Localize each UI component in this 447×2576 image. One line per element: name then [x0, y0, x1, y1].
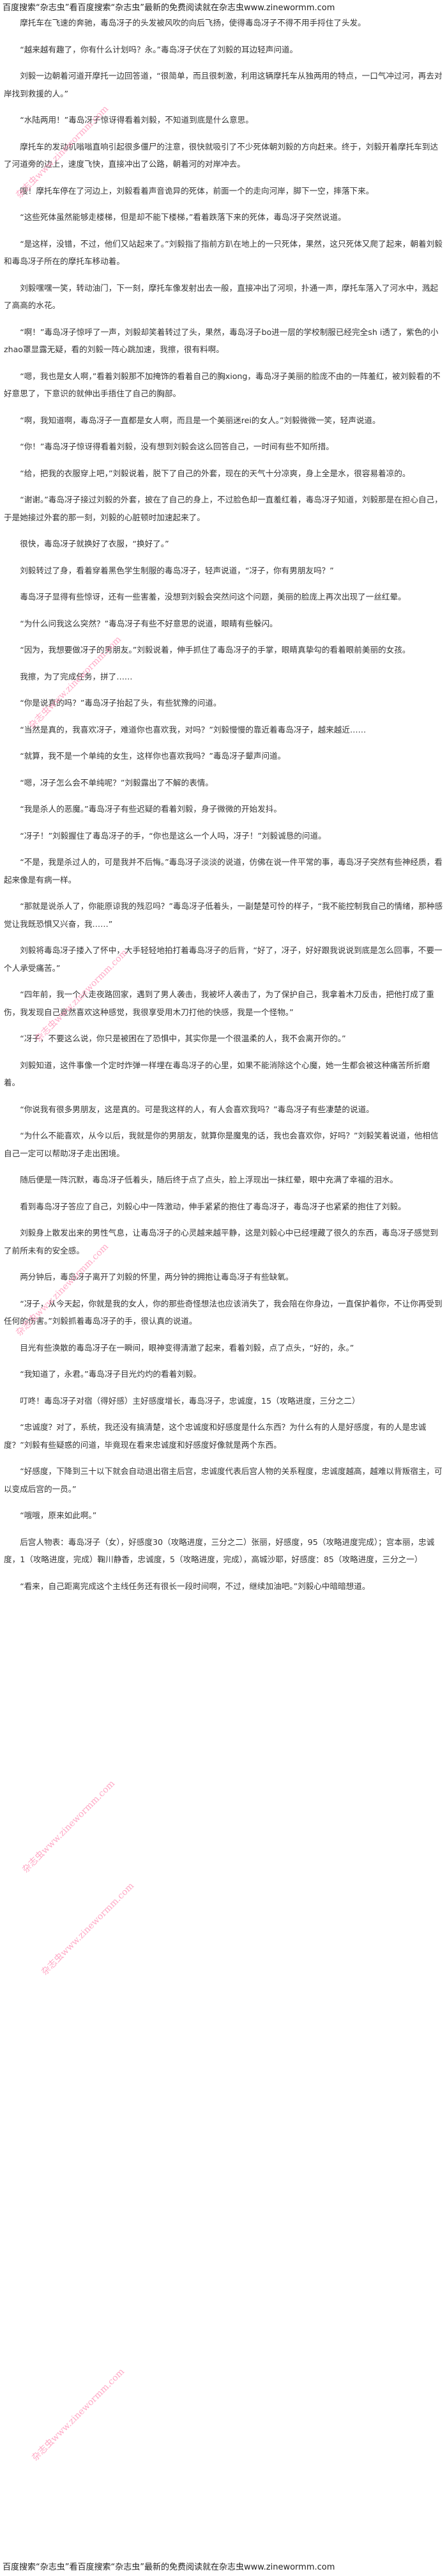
paragraph: 两分钟后，毒岛冴子离开了刘毅的怀里，两分钟的拥抱让毒岛冴子有些缺氧。 [20, 1272, 294, 1282]
paragraph: “嗯，冴子怎么会不单纯呢？”刘毅露出了不解的表情。 [20, 777, 213, 788]
paragraph: “哦哦，原来如此啊。” [20, 1510, 97, 1520]
paragraph: 摩托车在飞速的奔驰，毒岛冴子的头发被风吹的向后飞扬，使得毒岛冴子不得不用手捋住了… [20, 18, 366, 27]
paragraph: 后宫人物表：毒岛冴子（女），好感度30（攻略进度，三分之二）张丽，好感度，95（… [4, 1537, 435, 1565]
site-watermark: 杂志虫www.zinewormm.com [20, 1778, 117, 1875]
paragraph: “这些死体虽然能够走楼梯，但是却不能下楼梯，”看着跌落下来的死体，毒岛冴子突然说… [20, 212, 346, 222]
paragraph: 看到毒岛冴子答应了自己，刘毅心中一阵激动，伸手紧紧的抱住了毒岛冴子，毒岛冴子也紧… [20, 1201, 406, 1211]
paragraph: “你是说真的吗？”毒岛冴子抬起了头，有些犹豫的问道。 [20, 698, 222, 708]
paragraph: “你！”毒岛冴子惊讶得看着刘毅，没有想到刘毅会这么回答自己，一时间有些不知所措。 [20, 442, 334, 451]
paragraph: “谢谢。”毒岛冴子接过刘毅的外套，披在了自己的身上，不过脸色却一直羞红着，毒岛冴… [4, 495, 443, 522]
paragraph: “就算，我不是一个单纯的女生，这样你也喜欢我吗？”毒岛冴子颦声问道。 [20, 751, 286, 761]
top-site-banner[interactable]: 百度搜索“杂志虫”看百度搜索“杂志虫”最新的免费阅读就在杂志虫www.zinew… [3, 3, 335, 13]
paragraph: “啊！”毒岛冴子惊呼了一声，刘毅却笑着转过了头，果然，毒岛冴子bo进一层的学校制… [4, 327, 439, 355]
paragraph: “四年前，我一个人走夜路回家，遇到了男人袭击，我被坏人袭击了，为了保护自己，我拿… [4, 989, 434, 1017]
paragraph: 毒岛冴子显得有些惊讶，还有一些害羞，没想到刘毅会突然问这个问题，美丽的脸庞上再次… [20, 592, 406, 601]
paragraph: “当然是真的，我喜欢冴子，难道你也喜欢我，对吗？”刘毅慢慢的靠近着毒岛冴子，越来… [20, 724, 367, 734]
paragraph: “为什么问我这么突然？”毒岛冴子有些不好意思的说道，眼睛有些躲闪。 [20, 618, 278, 628]
paragraph: 刘毅转过了身，看着穿着黑色学生制服的毒岛冴子，轻声说道，“冴子，你有男朋友吗？” [20, 565, 334, 575]
paragraph: 我擦，为了完成任务，拼了…… [20, 671, 133, 681]
chapter-body: 摩托车在飞速的奔驰，毒岛冴子的头发被风吹的向后飞扬，使得毒岛冴子不得不用手捋住了… [0, 14, 447, 1595]
paragraph: 刘毅知道，这件事像一个定时炸弹一样埋在毒岛冴子的心里，如果不能消除这个心魔，她一… [4, 1060, 430, 1088]
paragraph: “不是，我是杀过人的，可是我并不后悔。”毒岛冴子淡淡的说道，仿佛在说一件平常的事… [4, 857, 443, 885]
paragraph: “看来，自己距离完成这个主线任务还有很长一段时间啊，不过，继续加油吧。”刘毅心中… [20, 1581, 370, 1591]
bottom-site-banner[interactable]: 百度搜索“杂志虫”看百度搜索“杂志虫”最新的免费阅读就在杂志虫www.zinew… [3, 2563, 335, 2572]
paragraph: 摩托车的发动机嗡嗡直响引起很多僵尸的注意，很快就吸引了不少死体朝刘毅的方向赶来。… [4, 141, 439, 169]
paragraph: 随后便是一阵沉默，毒岛冴子低着头，随后终于点了点头，脸上浮现出一抹红晕，眼中充满… [20, 1175, 398, 1184]
site-watermark: 杂志虫www.zinewormm.com [40, 1881, 137, 1978]
paragraph: 目光有些涣散的毒岛冴子在一瞬间，眼神变得清澈了起来，看着刘毅，点了点头，“好的，… [20, 1342, 354, 1353]
site-watermark: 杂志虫www.zinewormm.com [30, 2366, 127, 2463]
paragraph: “那就是说杀人了，你能原谅我的残忍吗？”毒岛冴子低着头，一副楚楚可怜的样子，“我… [4, 901, 443, 929]
paragraph: “你说我有很多男朋友，这是真的。可是我这样的人，有人会喜欢我吗？”毒岛冴子有些凄… [20, 1104, 374, 1114]
paragraph: 很快，毒岛冴子就换好了衣服，“换好了。” [20, 539, 169, 548]
paragraph: 刘毅将毒岛冴子搂入了怀中，大手轻轻地拍打着毒岛冴子的后背，“好了，冴子，好好跟我… [4, 945, 443, 973]
paragraph: “越来越有趣了，你有什么计划吗？永。”毒岛冴子伏在了刘毅的耳边轻声问道。 [20, 44, 298, 54]
paragraph: “嗯，我也是女人啊，”看着刘毅那不加掩饰的看着自己的胸xiong，毒岛冴子美丽的… [4, 371, 441, 399]
paragraph: “冴子，不要这么说，你只是被困在了恐惧中，其实你是一个很温柔的人，我不会离开你的… [20, 1034, 346, 1043]
paragraph: 嗖！摩托车停在了河边上，刘毅看着声音诡异的死体，前面一个的走向河岸，脚下一空，摔… [20, 185, 374, 196]
paragraph: “我知道了，永君。”毒岛冴子目光灼灼的看着刘毅。 [20, 1369, 201, 1379]
paragraph: “好感度，下降到三十以下就会自动退出宿主后宫，忠诚度代表后宫人物的关系程度，忠诚… [4, 1466, 443, 1494]
paragraph: “冴子，从今天起，你就是我的女人，你的那些奇怪想法也应该消失了，我会陪在你身边，… [4, 1298, 443, 1326]
paragraph: “因为，我想要做冴子的男朋友。”刘毅说着，伸手抓住了毒岛冴子的手掌，眼睛真挚勾的… [20, 645, 411, 655]
paragraph: 刘毅嘿嘿一笑，转动油门，下一刻，摩托车像发射出去一般，直接冲出了河坝，扑通一声，… [4, 283, 439, 311]
paragraph: “是这样，没错，不过，他们又站起来了。”刘毅指了指前方趴在地上的一只死体，果然，… [4, 238, 443, 267]
paragraph: 叮咚！毒岛冴子对宿（得好感）主好感度增长，毒岛冴子，忠诚度，15（攻略进度，三分… [20, 1395, 360, 1406]
paragraph: “冴子！”刘毅握住了毒岛冴子的手，“你也是这么一个人吗，冴子！”刘毅诚恳的问道。 [20, 830, 326, 841]
paragraph: “水陆两用！”毒岛冴子惊讶得看着刘毅，不知道到底是什么意思。 [20, 115, 254, 125]
paragraph: “为什么不能喜欢，从今以后，我就是你的男朋友，就算你是魔鬼的话，我也会喜欢你，好… [4, 1131, 439, 1158]
paragraph: “忠诚度？对了，系统，我还没有搞清楚，这个忠诚度和好感度是什么东西？为什么有的人… [4, 1422, 427, 1450]
paragraph: 刘毅一边朝着河道开摩托一边回答道，“很简单，而且很刺激，利用这辆摩托车从独两用的… [4, 71, 443, 98]
paragraph: “给，把我的衣服穿上吧，”刘毅说着，脱下了自己的外套，现在的天气十分凉爽，身上全… [20, 468, 411, 478]
paragraph: 刘毅身上散发出来的男性气息，让毒岛冴子的心灵越来越平静，这是刘毅心中已经埋藏了很… [4, 1228, 439, 1255]
paragraph: “我是杀人的恶魔。”毒岛冴子有些迟疑的看着刘毅，身子微微的开始发抖。 [20, 804, 282, 814]
paragraph: “啊，我知道啊，毒岛冴子一直都是女人啊，而且是一个美丽迷rei的女人。”刘毅微微… [20, 415, 381, 425]
